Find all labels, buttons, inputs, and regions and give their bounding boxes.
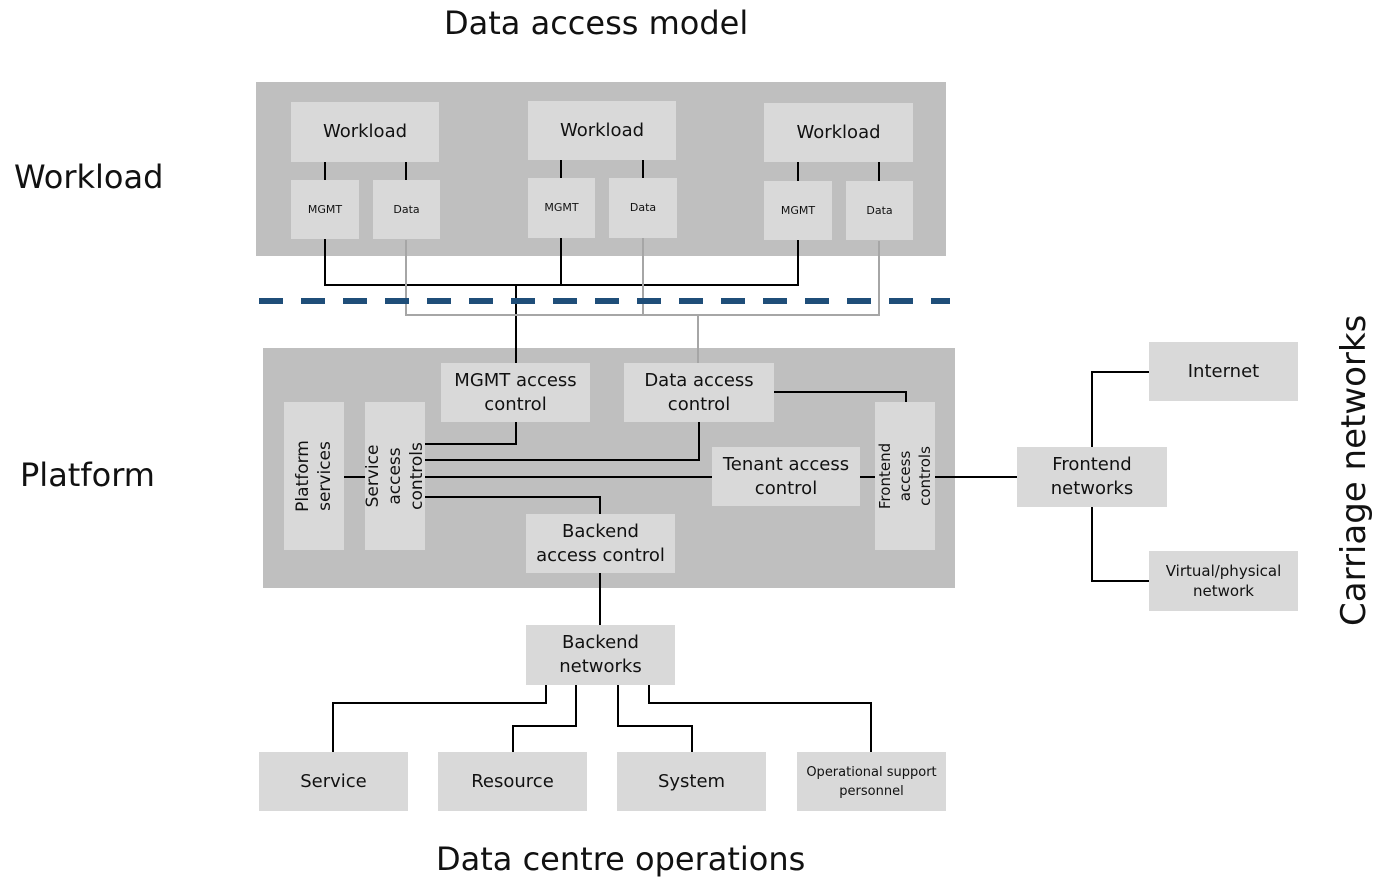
service-box: Service (259, 752, 408, 811)
connector (648, 685, 872, 752)
platform-layer-label: Platform (20, 456, 155, 494)
connector (617, 685, 693, 752)
platform-services-box: Platform services (284, 402, 344, 550)
connector (332, 685, 547, 752)
workload-label: Workload (796, 121, 881, 143)
backend-access-control-box: Backend access control (526, 514, 675, 573)
data-access-control-box: Data access control (624, 363, 774, 422)
mgmt-box: MGMT (764, 181, 832, 240)
data-label: Data (393, 202, 420, 216)
data-box: Data (373, 180, 440, 239)
mgmt-label: MGMT (780, 203, 816, 217)
workload-layer-label: Workload (14, 158, 164, 196)
operational-support-box: Operational support personnel (797, 752, 946, 811)
frontend-networks-box: Frontend networks (1017, 447, 1167, 507)
system-label: System (657, 770, 726, 792)
data-label: Data (629, 201, 657, 214)
virtual-physical-network-box: Virtual/physical network (1149, 551, 1298, 611)
platform-services-label: Platform services (293, 440, 336, 512)
backend-access-control-label: Backend access control (536, 520, 665, 566)
internet-box: Internet (1149, 342, 1298, 401)
frontend-networks-label: Frontend networks (1050, 454, 1134, 499)
mgmt-access-control-label: MGMT access control (454, 369, 577, 415)
frontend-access-controls-label: Frontend access controls (876, 442, 935, 510)
mgmt-label: MGMT (307, 202, 343, 216)
system-box: System (617, 752, 766, 811)
mgmt-label: MGMT (544, 201, 579, 214)
mgmt-box: MGMT (291, 180, 359, 239)
service-access-controls-label: Service access controls (363, 442, 428, 510)
connector (512, 685, 577, 752)
operations-layer-label: Data centre operations (436, 840, 806, 878)
workload-box: Workload (528, 101, 676, 160)
connector (1091, 371, 1149, 447)
service-access-controls-box: Service access controls (363, 402, 428, 550)
backend-networks-box: Backend networks (526, 625, 675, 685)
data-label: Data (866, 203, 893, 217)
data-box: Data (846, 181, 913, 240)
workload-box: Workload (764, 103, 913, 162)
carriage-layer-label: Carriage networks (1334, 314, 1374, 626)
internet-label: Internet (1187, 360, 1260, 382)
frontend-access-controls-box: Frontend access controls (875, 402, 935, 550)
workload-label: Workload (322, 121, 408, 142)
service-label: Service (300, 770, 367, 792)
resource-box: Resource (438, 752, 587, 811)
workload-box: Workload (291, 102, 439, 162)
mgmt-box: MGMT (528, 178, 595, 238)
virtual-physical-network-label: Virtual/physical network (1165, 562, 1282, 600)
backend-networks-label: Backend networks (559, 632, 642, 677)
operational-support-label: Operational support personnel (806, 764, 937, 799)
mgmt-access-control-box: MGMT access control (441, 363, 590, 422)
data-box: Data (609, 178, 677, 238)
data-access-control-label: Data access control (644, 369, 754, 415)
workload-label: Workload (559, 119, 645, 141)
connector (1091, 507, 1149, 582)
tenant-access-control-box: Tenant access control (712, 447, 860, 506)
resource-label: Resource (471, 770, 554, 792)
diagram-title: Data access model (444, 4, 749, 42)
tenant-access-control-label: Tenant access control (722, 453, 850, 499)
